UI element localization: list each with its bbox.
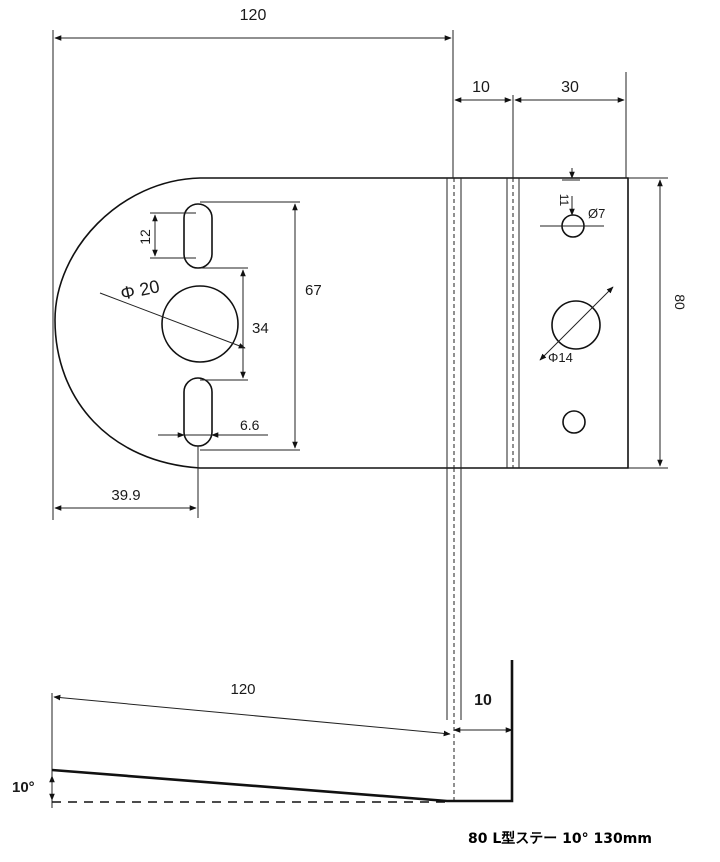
side-dim-120-label: 120: [230, 681, 255, 698]
top-view: 120 10 30 12 Φ 20 67 34 6.6 39.: [52, 7, 688, 520]
dim-34-label: 34: [252, 320, 269, 337]
dim-30-label: 30: [561, 79, 579, 96]
dim-10-label: 10: [472, 79, 490, 96]
dim-6-6-label: 6.6: [240, 417, 260, 433]
dim-11-label: 11: [557, 194, 571, 207]
dim-39-9-label: 39.9: [111, 487, 140, 504]
small-hole-bottom: [562, 410, 586, 434]
angle-label: 10°: [12, 779, 35, 796]
mid-hole-label: Φ14: [548, 350, 573, 365]
dim-120-label: 120: [240, 7, 267, 24]
dim-80-label: 80: [672, 294, 688, 310]
big-hole: [161, 285, 239, 363]
side-dim-10-label: 10: [474, 692, 492, 709]
dim-12-label: 12: [137, 229, 153, 245]
big-hole-label: Φ 20: [119, 276, 162, 304]
side-view: 120 10 10°: [12, 468, 514, 808]
upper-slot: [183, 203, 213, 269]
mid-hole: [551, 300, 601, 350]
caption: 80 L型ステー 10° 130mm: [468, 831, 652, 847]
plate-outline: [54, 177, 629, 469]
side-dim-line-120: [53, 694, 451, 737]
big-hole-leader: [99, 292, 246, 349]
lower-slot: [183, 377, 213, 447]
dim-67-label: 67: [305, 282, 322, 299]
mid-hole-leader: [539, 286, 614, 361]
small-hole-label: Ø7: [588, 206, 605, 221]
stay-profile: [51, 660, 514, 803]
